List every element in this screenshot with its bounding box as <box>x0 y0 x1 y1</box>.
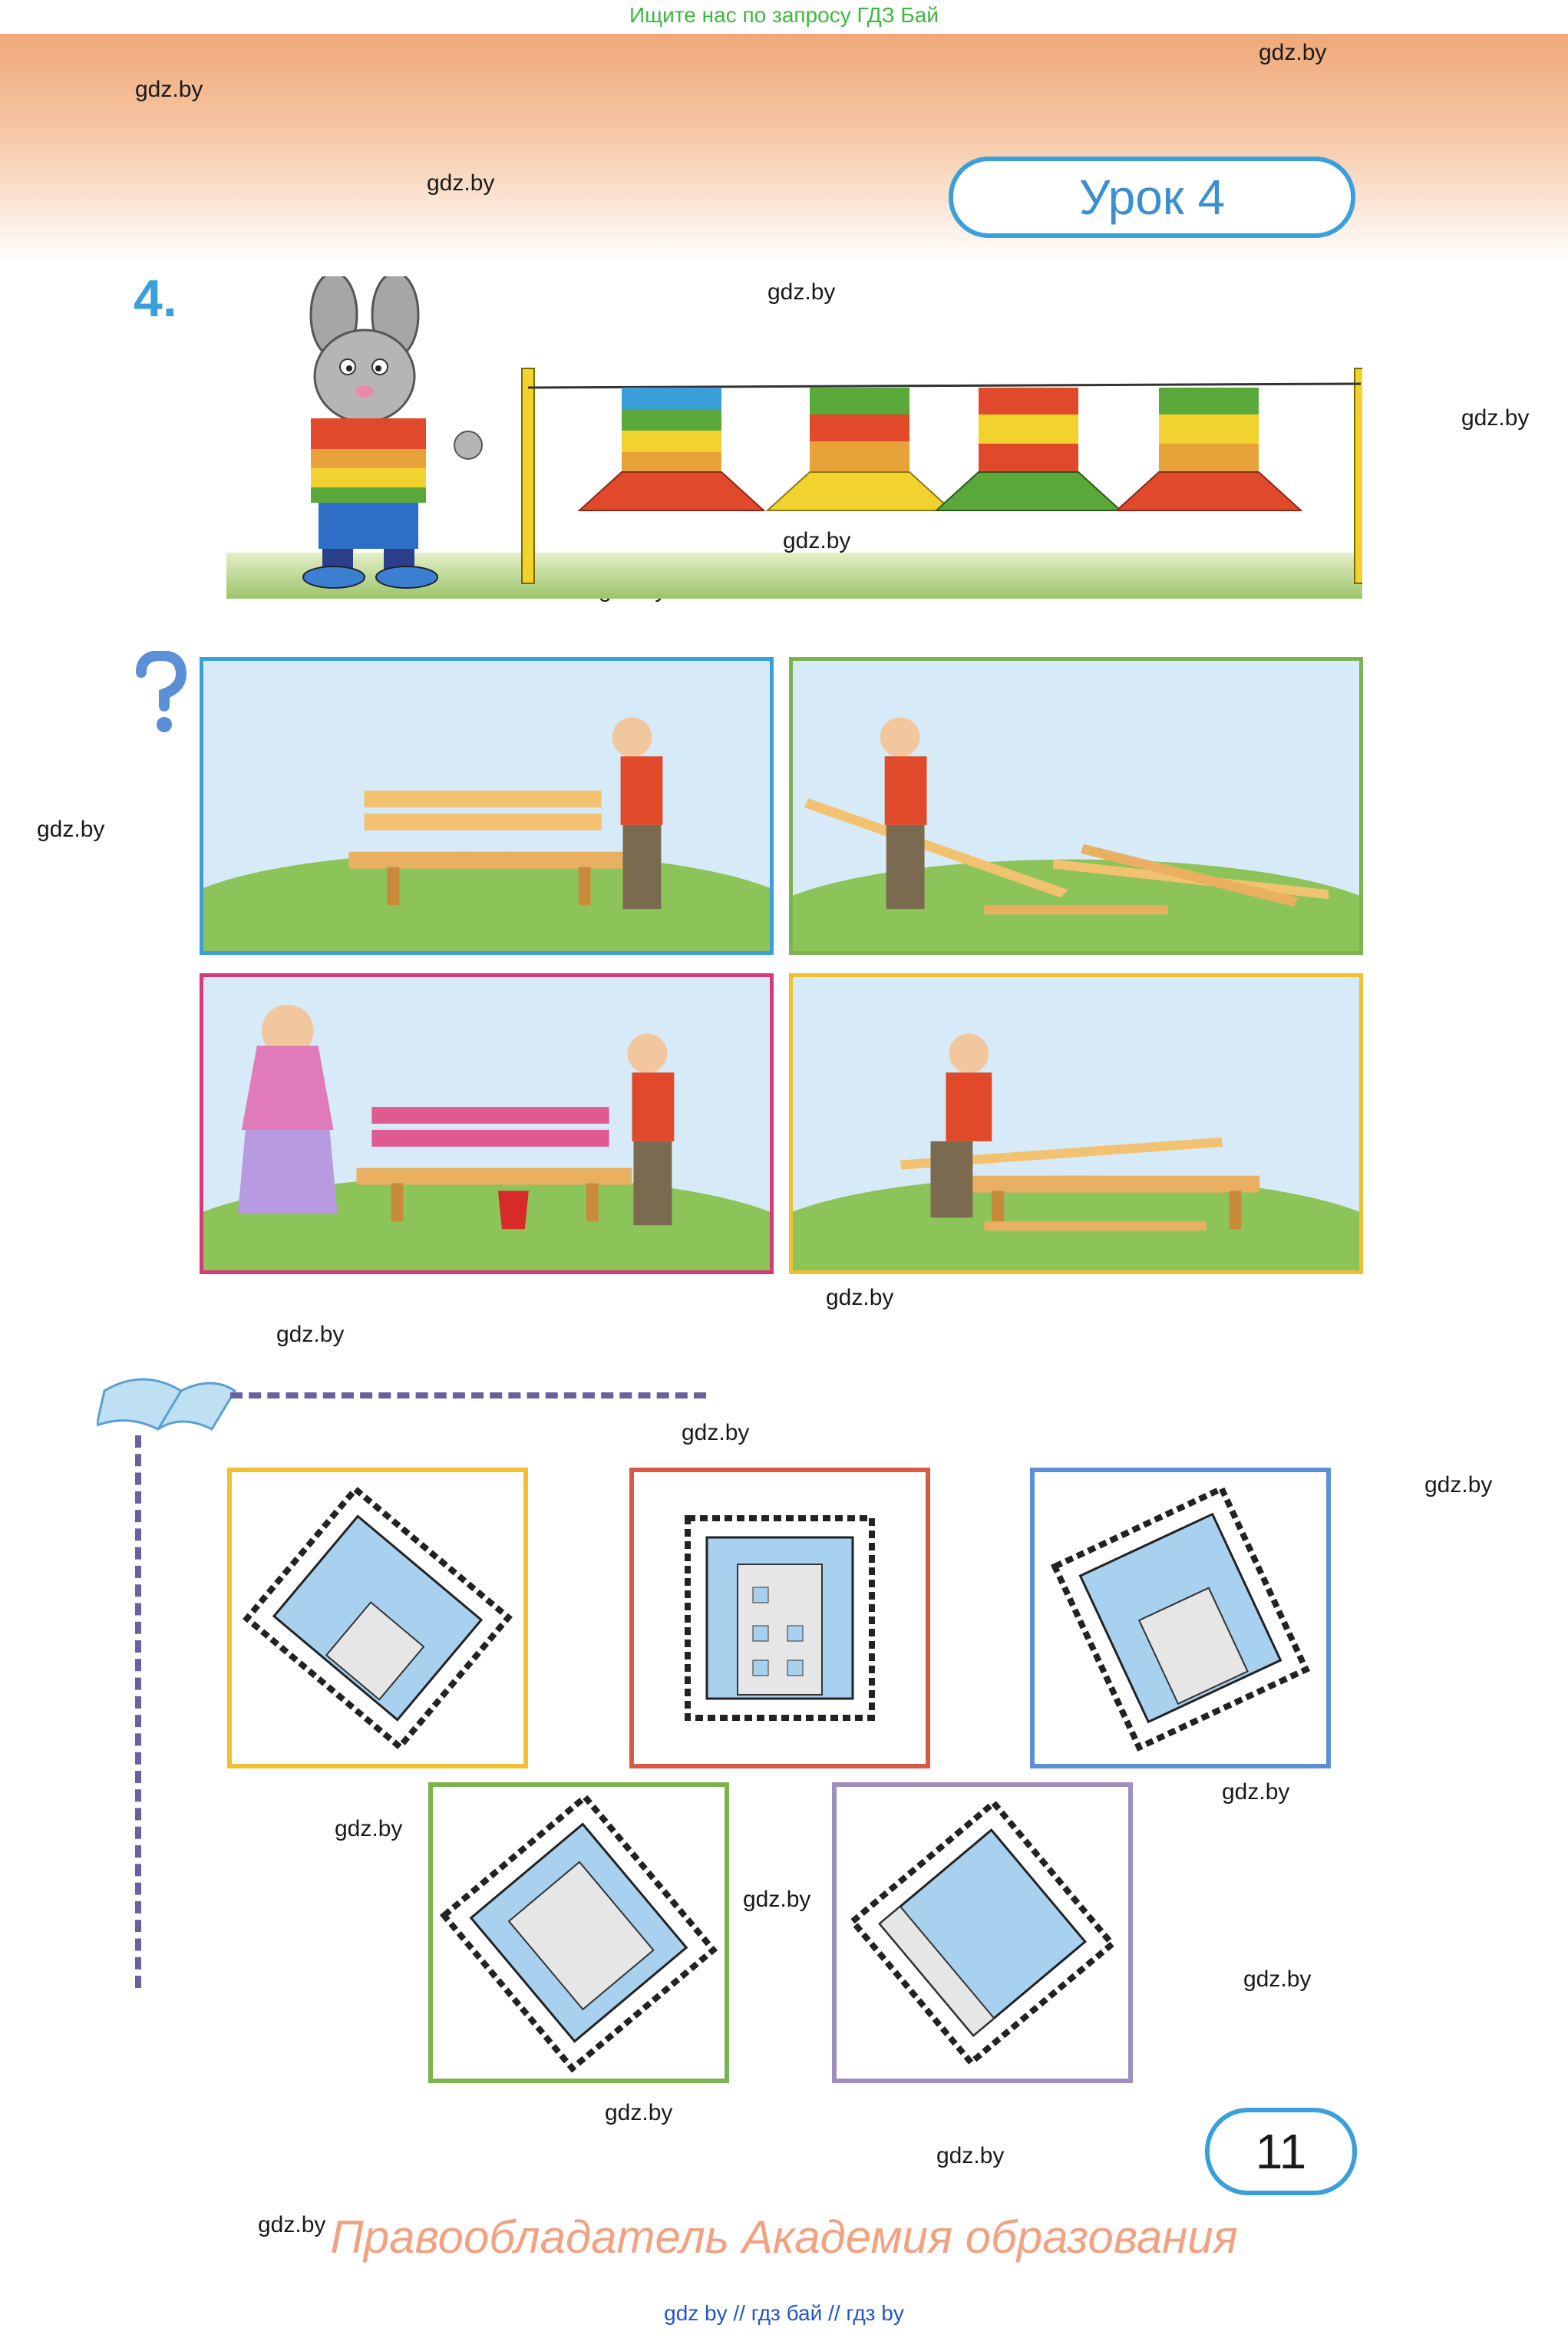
watermark: gdz.by <box>1243 1966 1312 1992</box>
skirt-4 <box>1114 388 1303 511</box>
lesson-title: Урок 4 <box>1078 170 1226 225</box>
copyright-notice: Правообладатель Академия образования <box>330 2211 1238 2263</box>
search-prompt-link[interactable]: Ищите нас по запросу ГДЗ Бай <box>629 3 939 27</box>
watermark: gdz.by <box>1461 405 1530 431</box>
open-book-icon <box>97 1378 237 1431</box>
watermark: gdz.by <box>1222 1779 1290 1805</box>
stamp-frame-red <box>629 1468 930 1768</box>
stamp-frame-yellow <box>227 1468 528 1768</box>
skirt-3 <box>934 388 1123 511</box>
watermark: gdz.by <box>258 2212 326 2237</box>
watermark: gdz.by <box>37 817 105 842</box>
watermark: gdz.by <box>605 2100 673 2125</box>
clothesline-illustration <box>219 271 1368 606</box>
watermark: gdz.by <box>427 170 495 196</box>
postage-stamp-icon <box>243 1484 513 1752</box>
dashed-guide-vertical <box>135 1435 141 1988</box>
watermark: gdz.by <box>276 1322 345 1347</box>
footer-links[interactable]: gdz by // гдз бай // гдз by <box>664 2301 904 2325</box>
watermark: gdz.by <box>1424 1472 1493 1498</box>
watermark: gdz.by <box>743 1887 811 1912</box>
page-number: 11 <box>1205 2108 1357 2195</box>
watermark: gdz.by <box>767 279 836 305</box>
watermark: gdz.by <box>826 1285 894 1310</box>
dashed-guide-horizontal <box>230 1392 706 1399</box>
story-picture-carrying-boards <box>789 657 1363 955</box>
task-number: 4. <box>134 269 177 328</box>
stamp-frame-purple <box>832 1782 1133 2083</box>
watermark: gdz.by <box>135 77 203 102</box>
watermark: gdz.by <box>682 1420 750 1445</box>
story-picture-painting-bench <box>200 657 774 955</box>
postage-stamp-icon <box>439 1792 718 2073</box>
story-picture-painted-bench <box>200 973 774 1274</box>
postage-stamp-icon <box>848 1798 1117 2067</box>
question-mark-icon <box>136 651 187 732</box>
stamp-frame-green <box>428 1782 729 2083</box>
bunny-character <box>302 271 483 589</box>
lesson-title-box: Урок 4 <box>949 157 1355 238</box>
stamp-frame-blue <box>1030 1468 1331 1768</box>
watermark: gdz.by <box>1259 40 1327 65</box>
watermark: gdz.by <box>936 2143 1005 2168</box>
skirt-1 <box>577 388 766 511</box>
postage-stamp-icon <box>1050 1484 1311 1752</box>
skirt-2 <box>765 388 954 511</box>
postage-stamp-icon <box>685 1515 875 1721</box>
story-picture-sawing-boards <box>789 973 1363 1274</box>
watermark: gdz.by <box>783 528 851 553</box>
watermark: gdz.by <box>335 1816 403 1841</box>
